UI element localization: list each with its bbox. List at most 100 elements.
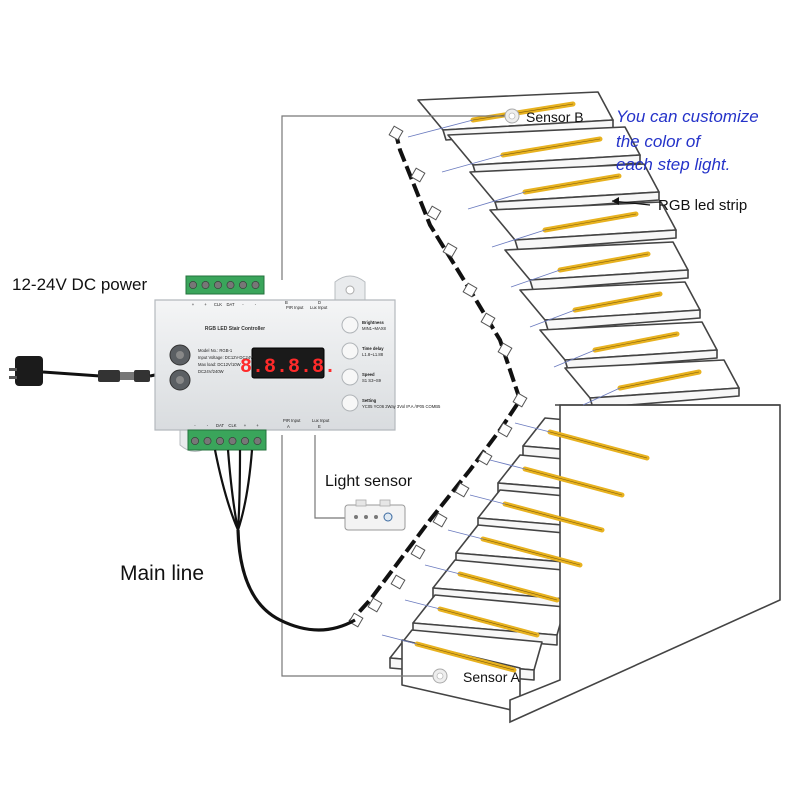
terminal-screw bbox=[226, 281, 235, 289]
terminal-screw bbox=[216, 437, 224, 445]
upper-riser bbox=[514, 229, 677, 251]
step-led-outline bbox=[549, 431, 648, 459]
main-line-label: Main line bbox=[120, 562, 204, 585]
controller-button-label: Setting bbox=[362, 398, 377, 403]
terminal-label: DAT bbox=[216, 423, 225, 428]
light-sensor-device bbox=[344, 499, 406, 531]
main-data-line bbox=[348, 129, 523, 624]
step-led-outline bbox=[482, 538, 581, 566]
info-line-2: Max load: DC12V/10W bbox=[198, 362, 241, 367]
top-port-lux: Lux Input bbox=[310, 305, 328, 310]
step-led-outline bbox=[574, 293, 661, 311]
controller-button-sub: L1.8~L1.88 bbox=[362, 352, 384, 357]
main-line-cable bbox=[213, 449, 356, 632]
step-led-outline bbox=[544, 213, 637, 231]
step-wire bbox=[469, 494, 506, 505]
customize-line-1: You can customize bbox=[616, 107, 759, 126]
terminal-screw bbox=[251, 281, 260, 289]
step-wire bbox=[467, 191, 526, 210]
controller-button-label: Brightness bbox=[362, 320, 385, 325]
step-connector bbox=[497, 342, 513, 358]
step-connector bbox=[512, 392, 528, 408]
terminal-screw bbox=[228, 437, 237, 445]
step-wire bbox=[514, 422, 551, 433]
terminal-screw bbox=[191, 437, 199, 445]
step-wire bbox=[404, 599, 441, 610]
step-connector bbox=[348, 612, 364, 628]
step-connector bbox=[426, 205, 442, 221]
controller-button-sub: MIN1~MAX8 bbox=[362, 326, 387, 331]
controller-button-sub: S1 S3~S9 bbox=[362, 378, 382, 383]
step-connector bbox=[388, 125, 404, 141]
terminal-screw bbox=[239, 281, 247, 289]
terminal-label: DAT bbox=[226, 302, 235, 307]
terminal-label: - bbox=[242, 302, 244, 307]
light-sensor-wire bbox=[314, 435, 345, 519]
terminal-label: - bbox=[194, 423, 196, 428]
bottom-port-lux: Lux Input bbox=[312, 418, 330, 423]
top-port-pir-id: B bbox=[285, 300, 288, 305]
step-wire bbox=[553, 349, 596, 368]
controller-display: 8.8.8.8. bbox=[240, 356, 336, 379]
sensor-b-wire bbox=[281, 115, 515, 280]
info-line-0: Model No.: RGB-1 bbox=[198, 348, 233, 353]
lower-flight-steps bbox=[381, 422, 650, 673]
step-led-outline bbox=[502, 138, 601, 156]
terminal-screw bbox=[253, 437, 262, 445]
step-led-outline bbox=[439, 608, 538, 636]
sensor-b-label: Sensor B bbox=[526, 109, 584, 125]
step-wire bbox=[489, 459, 526, 470]
terminal-screw bbox=[201, 281, 210, 289]
bottom-port-pir-id: A bbox=[287, 424, 290, 429]
terminal-screw bbox=[203, 437, 212, 445]
upper-riser bbox=[544, 309, 701, 331]
step-led-outline bbox=[416, 643, 515, 671]
controller-button bbox=[341, 342, 359, 360]
step-led-outline bbox=[504, 503, 603, 531]
step-led-outline bbox=[594, 333, 678, 351]
step-wire bbox=[491, 229, 546, 248]
controller-button bbox=[341, 368, 359, 386]
step-connector bbox=[410, 544, 426, 560]
step-wire bbox=[441, 154, 504, 173]
step-connector bbox=[390, 574, 406, 590]
info-line-1: Input Voltage: DC12V-DC24V bbox=[198, 355, 253, 360]
step-wire bbox=[447, 529, 484, 540]
step-connector bbox=[477, 450, 493, 466]
customize-line-2: the color of bbox=[616, 132, 702, 151]
bottom-port-lux-id: E bbox=[318, 424, 321, 429]
step-led-outline bbox=[559, 253, 649, 271]
sensor-a-label: Sensor A bbox=[463, 669, 520, 685]
step-connector bbox=[442, 242, 458, 258]
step-led-outline bbox=[524, 468, 623, 496]
terminal-label: - bbox=[255, 302, 257, 307]
controller-button-sub: YC05 YC06 2Way 3Vol IP.A /IP05 COMB5 bbox=[362, 404, 441, 409]
terminal-screw bbox=[189, 281, 197, 289]
power-label: 12-24V DC power bbox=[12, 275, 147, 294]
step-wire bbox=[381, 634, 418, 645]
upper-flight-steps bbox=[407, 101, 702, 406]
step-connector bbox=[367, 597, 383, 613]
terminal-label: + bbox=[244, 423, 247, 428]
terminal-screw bbox=[214, 281, 222, 289]
light-sensor-label: Light sensor bbox=[325, 473, 413, 490]
terminal-label: + bbox=[204, 302, 207, 307]
top-port-lux-id: D bbox=[318, 300, 321, 305]
terminal-label: + bbox=[256, 423, 259, 428]
terminal-label: - bbox=[207, 423, 209, 428]
controller-title: RGB LED Stair Controller bbox=[205, 326, 265, 332]
step-connector bbox=[497, 422, 513, 438]
customize-line-3: each step light. bbox=[616, 155, 730, 174]
sensor-b bbox=[504, 108, 520, 124]
step-wire bbox=[407, 119, 474, 138]
sensor-a bbox=[432, 668, 448, 684]
upper-riser bbox=[529, 269, 689, 291]
controller-button-label: Speed bbox=[362, 372, 375, 377]
step-led-outline bbox=[524, 175, 620, 193]
step-connector bbox=[454, 482, 470, 498]
step-connectors bbox=[348, 125, 528, 628]
top-port-pir: PIR Input bbox=[286, 305, 304, 310]
terminal-screw bbox=[241, 437, 249, 445]
step-connector bbox=[410, 167, 426, 183]
